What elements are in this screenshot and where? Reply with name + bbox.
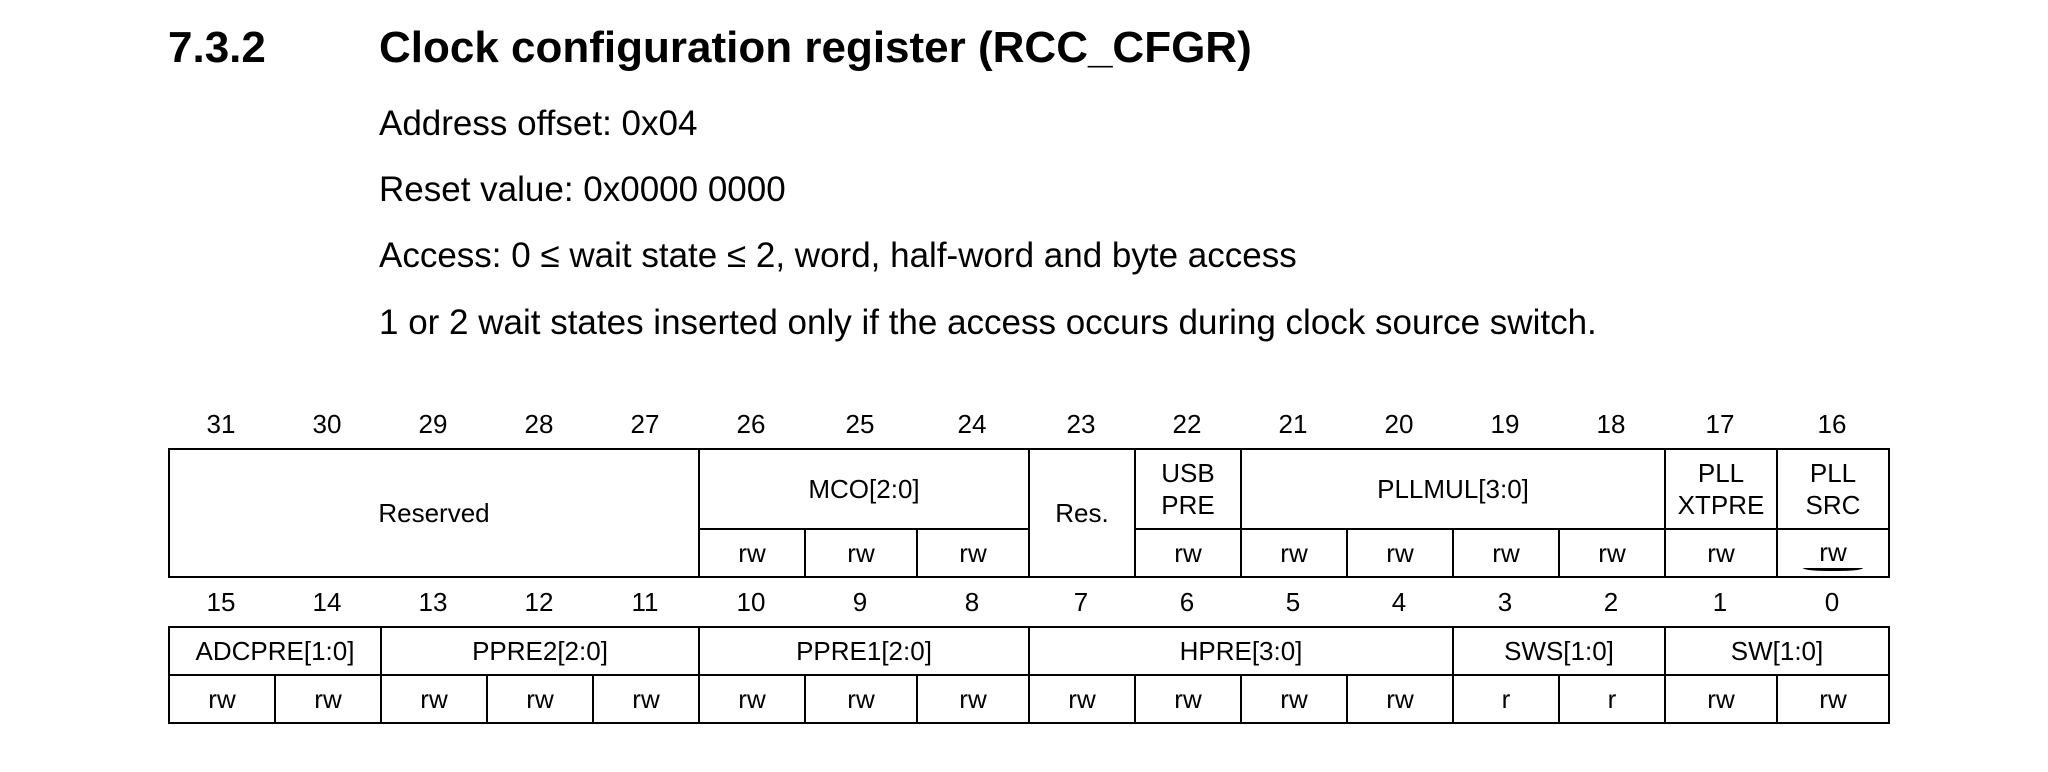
access-bit-0: rw — [1776, 674, 1890, 724]
bit-number: 21 — [1278, 409, 1308, 439]
bit-number: 8 — [964, 587, 980, 617]
bit-number: 14 — [312, 587, 342, 617]
access-bit-11: rw — [592, 674, 700, 724]
bit-number: 19 — [1490, 409, 1520, 439]
bit-number: 3 — [1497, 587, 1513, 617]
bit-number: 27 — [630, 409, 660, 439]
field-pllxtpre: PLL XTPRE — [1664, 448, 1778, 530]
access-bit-17: rw — [1664, 528, 1778, 578]
access-bit-21: rw — [1240, 528, 1348, 578]
field-pllmul: PLLMUL[3:0] — [1240, 448, 1666, 530]
section-number: 7.3.2 — [168, 23, 266, 72]
access-bit-6: rw — [1134, 674, 1242, 724]
bit-number: 15 — [206, 587, 236, 617]
field-ppre1: PPRE1[2:0] — [698, 626, 1030, 676]
access-bit-2: r — [1558, 674, 1666, 724]
access-bit-14: rw — [274, 674, 382, 724]
bit-number: 5 — [1285, 587, 1301, 617]
field-pllxtpre-line1: PLL — [1697, 458, 1745, 488]
access-bit-25: rw — [804, 528, 918, 578]
access-bit-26: rw — [698, 528, 806, 578]
access-bit-24: rw — [916, 528, 1030, 578]
bit-number: 28 — [524, 409, 554, 439]
bit-number: 0 — [1824, 587, 1840, 617]
register-table-upper: Reserved MCO[2:0] Res. USB PRE PLLMUL[3:… — [168, 448, 1890, 578]
access-bit-16: rw — [1776, 528, 1890, 578]
field-pllsrc-line1: PLL — [1809, 458, 1857, 488]
bit-number: 25 — [845, 409, 875, 439]
bit-number: 13 — [418, 587, 448, 617]
field-usbpre-line1: USB — [1161, 458, 1215, 488]
bit-number: 1 — [1712, 587, 1728, 617]
access-bit-22: rw — [1134, 528, 1242, 578]
access-bit-4: rw — [1346, 674, 1454, 724]
bit-number: 2 — [1603, 587, 1619, 617]
access-bit-19: rw — [1452, 528, 1560, 578]
access-bit-13: rw — [380, 674, 488, 724]
bit-number: 6 — [1179, 587, 1195, 617]
field-mco: MCO[2:0] — [698, 448, 1030, 530]
bit-number: 23 — [1066, 409, 1096, 439]
bit-number: 11 — [631, 587, 659, 617]
access-bit-15: rw — [168, 674, 276, 724]
field-adcpre: ADCPRE[1:0] — [168, 626, 382, 676]
bit-number: 9 — [852, 587, 868, 617]
access-bit-7: rw — [1028, 674, 1136, 724]
reset-value-text: Reset value: 0x0000 0000 — [379, 170, 786, 209]
access-bit-5: rw — [1240, 674, 1348, 724]
bit-number: 12 — [524, 587, 554, 617]
field-pllsrc: PLL SRC — [1776, 448, 1890, 530]
access-bit-3: r — [1452, 674, 1560, 724]
bit-number: 18 — [1596, 409, 1626, 439]
field-res: Res. — [1028, 448, 1136, 578]
access-bit-1: rw — [1664, 674, 1778, 724]
bit-number: 16 — [1817, 409, 1847, 439]
field-reserved: Reserved — [168, 448, 700, 578]
access-bit-16-label: rw — [1803, 536, 1863, 571]
bit-number: 17 — [1705, 409, 1735, 439]
access-bit-10: rw — [698, 674, 806, 724]
field-sw: SW[1:0] — [1664, 626, 1890, 676]
bit-number: 7 — [1073, 587, 1089, 617]
field-pllxtpre-line2: XTPRE — [1677, 490, 1765, 520]
wait-states-note: 1 or 2 wait states inserted only if the … — [379, 303, 1597, 342]
bit-number: 22 — [1172, 409, 1202, 439]
section-title: Clock configuration register (RCC_CFGR) — [379, 23, 1252, 72]
access-bit-18: rw — [1558, 528, 1666, 578]
field-ppre2: PPRE2[2:0] — [380, 626, 700, 676]
access-text: Access: 0 ≤ wait state ≤ 2, word, half-w… — [379, 236, 1297, 275]
bit-numbers-upper: 31 30 29 28 27 26 25 24 23 22 21 20 19 1… — [168, 408, 1878, 440]
register-table-lower: ADCPRE[1:0] PPRE2[2:0] PPRE1[2:0] HPRE[3… — [168, 626, 1890, 724]
access-bit-9: rw — [804, 674, 918, 724]
access-bit-20: rw — [1346, 528, 1454, 578]
bit-numbers-lower: 15 14 13 12 11 10 9 8 7 6 5 4 3 2 1 0 — [168, 586, 1878, 618]
bit-number: 31 — [206, 409, 236, 439]
field-usbpre-line2: PRE — [1161, 490, 1215, 520]
bit-number: 10 — [736, 587, 766, 617]
access-bit-12: rw — [486, 674, 594, 724]
field-pllsrc-line2: SRC — [1805, 490, 1861, 520]
address-offset-text: Address offset: 0x04 — [379, 104, 698, 143]
field-usbpre: USB PRE — [1134, 448, 1242, 530]
bit-number: 30 — [312, 409, 342, 439]
field-sws: SWS[1:0] — [1452, 626, 1666, 676]
bit-number: 4 — [1391, 587, 1407, 617]
bit-number: 24 — [957, 409, 987, 439]
access-bit-8: rw — [916, 674, 1030, 724]
bit-number: 29 — [418, 409, 448, 439]
bit-number: 20 — [1384, 409, 1414, 439]
field-hpre: HPRE[3:0] — [1028, 626, 1454, 676]
bit-number: 26 — [736, 409, 766, 439]
